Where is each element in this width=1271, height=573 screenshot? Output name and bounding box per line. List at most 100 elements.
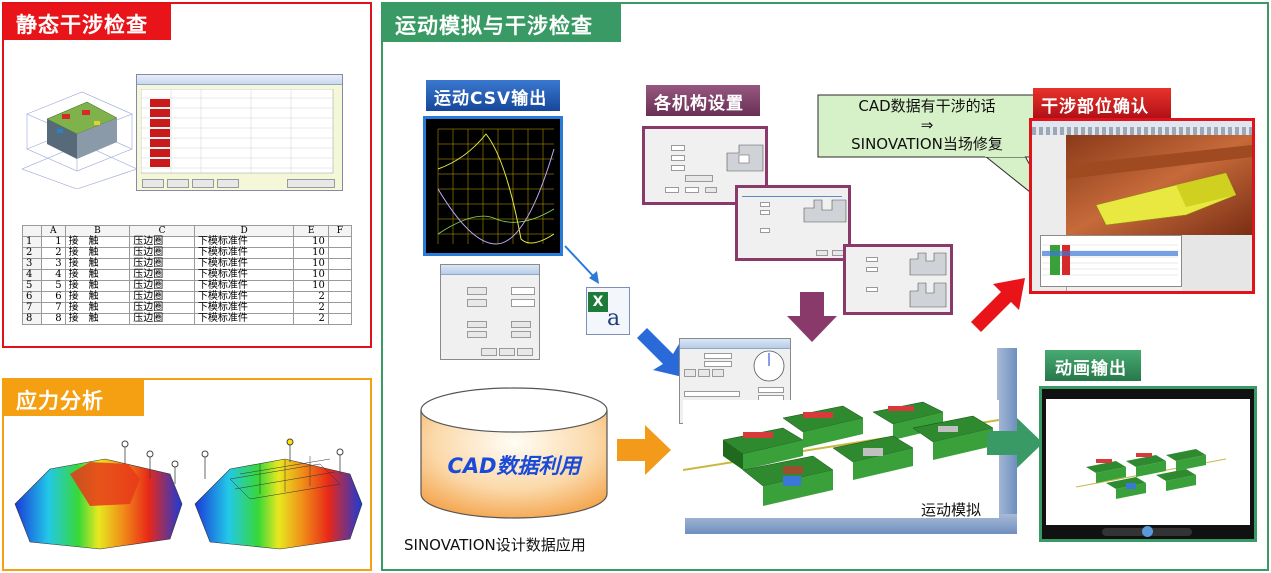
spreadsheet-cell: 接 触 — [64, 247, 131, 259]
spreadsheet-cell: 接 触 — [64, 236, 131, 248]
stress-analysis-title: 应力分析 — [4, 380, 144, 416]
spreadsheet-cell: 10 — [293, 258, 329, 270]
spreadsheet-cell: 下模标准件 — [193, 313, 295, 325]
csv-dialog-button-3[interactable] — [467, 321, 487, 328]
spreadsheet-column-header: E — [293, 225, 329, 237]
spreadsheet-cell: 下模标准件 — [193, 236, 295, 248]
spreadsheet-cell: 10 — [293, 236, 329, 248]
spreadsheet-column-header: A — [41, 225, 66, 237]
spreadsheet-cell: 接 触 — [64, 302, 131, 314]
cad-data-cylinder — [420, 387, 608, 519]
csv-dialog-ok[interactable] — [481, 348, 497, 356]
spreadsheet-cell: 下模标准件 — [193, 247, 295, 259]
spreadsheet-cell: 压边圈 — [129, 258, 195, 270]
spreadsheet-cell: 接 触 — [64, 280, 131, 292]
callout-line-2: SINOVATION当场修复 — [851, 135, 1003, 153]
window-button-3[interactable] — [192, 179, 214, 188]
spreadsheet-cell — [327, 280, 353, 292]
csv-graph — [423, 116, 563, 256]
spreadsheet-row-number: 3 — [22, 258, 42, 270]
window-button-2[interactable] — [167, 179, 189, 188]
spreadsheet-cell: 10 — [293, 280, 329, 292]
spreadsheet-cell: 8 — [41, 313, 66, 325]
motion-stop-button[interactable] — [698, 369, 710, 377]
csv-dialog-button-5[interactable] — [467, 331, 487, 338]
spreadsheet-cell: 下模标准件 — [193, 269, 295, 281]
spreadsheet-cell — [327, 291, 353, 303]
animation-output-label: 动画输出 — [1045, 350, 1141, 381]
motion-play-button[interactable] — [684, 369, 696, 377]
spreadsheet-cell: 1 — [41, 236, 66, 248]
excel-icon-letter: a — [607, 306, 621, 331]
spreadsheet-cell: 下模标准件 — [193, 280, 295, 292]
spreadsheet-cell: 接 触 — [64, 258, 131, 270]
spreadsheet-cell: 2 — [41, 247, 66, 259]
spreadsheet-cell: 6 — [41, 291, 66, 303]
mechanism-window-3 — [843, 244, 953, 315]
green-right-arrow — [987, 418, 1043, 468]
stress-analysis-panel: 应力分析 — [2, 378, 372, 571]
spreadsheet-row-number: 2 — [22, 247, 42, 259]
motion-step-button[interactable] — [712, 369, 724, 377]
spreadsheet-cell — [327, 236, 353, 248]
csv-dialog-button-4[interactable] — [511, 321, 531, 328]
csv-dialog-window — [440, 264, 540, 360]
callout-line-1: CAD数据有干涉的话 — [858, 97, 996, 115]
spreadsheet-column-header — [22, 225, 42, 237]
window-button-1[interactable] — [142, 179, 164, 188]
orange-right-arrow — [617, 425, 671, 475]
spreadsheet-row-number: 8 — [22, 313, 42, 325]
spreadsheet-cell — [327, 302, 353, 314]
animation-player-window — [1039, 386, 1257, 542]
static-model-3d — [22, 91, 137, 189]
spreadsheet-cell — [327, 269, 353, 281]
spreadsheet-row-number: 7 — [22, 302, 42, 314]
csv-dialog-button-6[interactable] — [511, 331, 531, 338]
spreadsheet-cell: 7 — [41, 302, 66, 314]
spreadsheet-cell — [327, 247, 353, 259]
interference-confirm-screen — [1029, 118, 1255, 294]
spreadsheet-cell: 压边圈 — [129, 291, 195, 303]
csv-dialog-cancel[interactable] — [499, 348, 515, 356]
window-button-4[interactable] — [217, 179, 239, 188]
csv-dialog-button-1[interactable] — [467, 287, 487, 295]
sinovation-caption: SINOVATION设计数据应用 — [404, 536, 586, 554]
motion-simulation-model — [683, 400, 999, 518]
blue-bold-arrow — [637, 328, 687, 378]
mechanism-window-1-button[interactable] — [685, 175, 713, 182]
spreadsheet-cell: 下模标准件 — [193, 302, 295, 314]
spreadsheet-row-number: 4 — [22, 269, 42, 281]
csv-dialog-button-2[interactable] — [467, 299, 487, 307]
csv-dialog-help[interactable] — [517, 348, 533, 356]
red-diagonal-arrow — [971, 278, 1025, 332]
spreadsheet-column-header: C — [129, 225, 195, 237]
spreadsheet-cell: 4 — [41, 269, 66, 281]
spreadsheet-column-header: B — [64, 225, 131, 237]
motion-simulation-title: 运动模拟与干涉检查 — [383, 4, 621, 42]
csv-graph-plot — [437, 128, 555, 245]
cad-data-label: CAD数据利用 — [447, 454, 581, 478]
stress-model-left — [14, 440, 183, 550]
player-play-icon[interactable] — [1142, 526, 1153, 537]
csv-output-label: 运动CSV输出 — [426, 80, 560, 111]
spreadsheet-cell: 压边圈 — [129, 302, 195, 314]
blue-thin-arrow — [564, 245, 599, 284]
spreadsheet-cell: 5 — [41, 280, 66, 292]
callout-bubble-shape — [817, 94, 1056, 213]
window-button-5[interactable] — [287, 179, 335, 188]
mechanism-window-1-button-2[interactable] — [705, 187, 717, 193]
shadow-frame-bottom — [685, 514, 1017, 534]
mechanism-window-2-ok[interactable] — [816, 250, 828, 256]
spreadsheet-cell: 压边圈 — [129, 313, 195, 325]
static-interference-panel: 静态干涉检查 — [2, 2, 372, 348]
callout-text: CAD数据有干涉的话 ⇒ SINOVATION当场修复 — [819, 97, 1035, 154]
spreadsheet-row-number: 1 — [22, 236, 42, 248]
interference-list-window — [136, 74, 343, 191]
